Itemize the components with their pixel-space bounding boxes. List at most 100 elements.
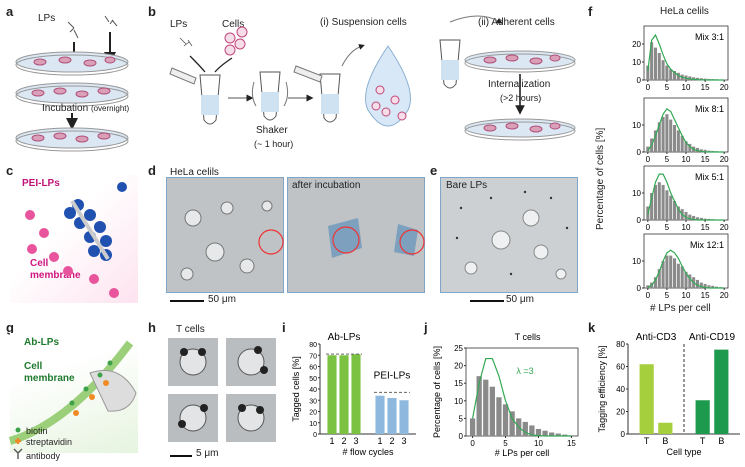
y-axis-label: Tagged cells [%] (291, 356, 301, 422)
histogram-bar (688, 76, 692, 80)
y-tick-label: 0 (621, 430, 626, 439)
a-overnight-text: (overnight) (90, 104, 130, 113)
histogram-bar (676, 263, 680, 288)
y-tick-label: 0 (637, 76, 642, 85)
x-tick-label: T (644, 436, 650, 446)
histogram-bar (684, 141, 688, 152)
a-incubation-text: Incubation (42, 103, 89, 114)
histogram-bar (676, 206, 680, 220)
y-tick-label: 60 (309, 365, 317, 372)
histogram-bar (676, 72, 680, 80)
group-label: Anti-CD19 (689, 332, 736, 343)
y-tick-label: 0 (459, 432, 464, 441)
y-tick-label: 20 (454, 362, 463, 371)
histogram-bar (650, 193, 654, 220)
group-label: Ab-LPs (328, 332, 361, 343)
f-ylabel: Percentage of cells [%] (595, 127, 606, 230)
c-membrane-2: membrane (30, 270, 81, 281)
histogram-bar (669, 255, 673, 288)
bar (399, 400, 409, 434)
histogram-bar (715, 286, 719, 288)
y-axis-label: Tagging efficiency [%] (597, 346, 607, 433)
fit-annotation: λ =3 (516, 366, 533, 376)
x-tick-label: 2 (341, 436, 346, 446)
y-tick-label: 25 (454, 344, 463, 353)
d-micrograph-before (166, 177, 284, 293)
y-tick-label: 10 (309, 421, 317, 428)
g-legend-biotin: biotin (26, 426, 48, 436)
histogram-bar (688, 274, 692, 288)
b-shaker-time: (~ 1 hour) (254, 139, 294, 149)
y-tick-label: 40 (309, 387, 317, 394)
histogram-bar (680, 266, 684, 288)
b-adherent-label: (ii) Adherent cells (478, 17, 555, 28)
x-tick-label: 1 (377, 436, 382, 446)
histogram-bar (688, 214, 692, 220)
histogram-bar (722, 287, 726, 288)
series-label: Mix 12:1 (690, 240, 724, 250)
x-tick-label: 5 (665, 223, 670, 232)
histogram-bar (695, 217, 699, 220)
histogram-bar (692, 77, 696, 80)
y-tick-label: 10 (632, 121, 641, 130)
panel-letter-d: d (148, 163, 156, 178)
y-tick-label: 60 (616, 363, 625, 372)
panel-a-illustration (15, 15, 129, 152)
x-tick-label: 20 (720, 83, 729, 92)
series-label: Mix 5:1 (695, 172, 724, 182)
histogram-bar (665, 190, 669, 220)
histogram-bar (657, 269, 661, 288)
x-tick-label: 0 (646, 291, 651, 300)
poisson-fit-line (647, 33, 725, 81)
y-tick-label: 15 (454, 379, 463, 388)
h-micrographs (168, 338, 276, 442)
histogram-bar (653, 277, 657, 288)
histogram-bar (469, 418, 476, 436)
histogram-bar (657, 53, 661, 80)
x-tick-label: 3 (401, 436, 406, 446)
b-cells-label: Cells (222, 19, 245, 30)
histogram-bar (669, 195, 673, 220)
group-label: Anti-CD3 (636, 332, 677, 343)
d-title: HeLa celils (170, 167, 219, 178)
x-tick-label: 15 (701, 83, 710, 92)
bar (658, 422, 673, 434)
histogram-bar (695, 77, 699, 80)
histogram-bar (665, 255, 669, 288)
histogram-bar (549, 432, 555, 436)
b-suspension-label: (i) Suspension cells (320, 17, 407, 28)
x-tick-label: 15 (701, 155, 710, 164)
bar (351, 354, 361, 434)
bar (375, 395, 385, 434)
h-title: T cells (176, 324, 205, 335)
histogram-bar (665, 114, 669, 152)
biotin-icon (15, 427, 21, 433)
histogram-bar (661, 184, 665, 220)
y-axis-label: Percentage of cells [%] (432, 346, 442, 438)
b-shaker-label: Shaker (256, 125, 288, 136)
histogram-bar (699, 282, 703, 288)
x-tick-label: 1 (329, 436, 334, 446)
d-scale-label: 50 μm (208, 294, 236, 305)
y-tick-label: 0 (637, 216, 642, 225)
x-tick-label: 15 (701, 291, 710, 300)
histogram-bar (562, 434, 568, 436)
y-tick-label: 30 (309, 398, 317, 405)
histogram-bar (489, 386, 495, 436)
poisson-fit-line (647, 107, 725, 153)
histogram-bar (680, 135, 684, 152)
series-label: Mix 3:1 (695, 32, 724, 42)
histogram-bar (703, 78, 707, 80)
bar (327, 355, 337, 434)
y-tick-label: 5 (459, 414, 464, 423)
a-incubation-label: Incubation (overnight) (42, 103, 129, 114)
f-xlabel: # LPs per cell (650, 303, 711, 314)
bar (339, 355, 349, 434)
histogram-bar (684, 211, 688, 220)
plot-frame (465, 347, 579, 437)
x-tick-label: 10 (534, 439, 543, 448)
histogram-bar (646, 285, 650, 288)
